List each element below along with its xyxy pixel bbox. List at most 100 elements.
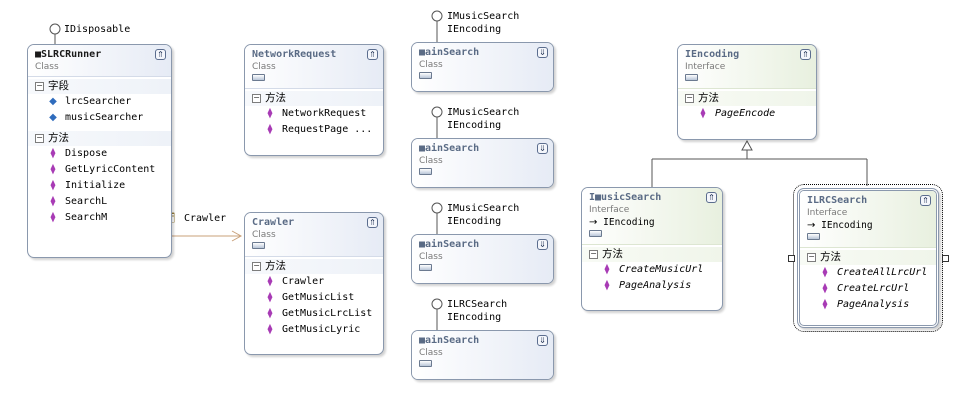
interface-shape-icon [685, 74, 698, 81]
method-item[interactable]: ⧫PageEncode [678, 106, 816, 122]
class-shape-icon [419, 264, 432, 271]
association-label[interactable]: Crawler [184, 213, 227, 224]
arrow-right-icon: → [807, 220, 816, 231]
slrcrunner-name: ■SLRCRunner [35, 49, 102, 60]
methods-section-toggle[interactable]: −方法 [582, 247, 722, 262]
collapse-icon[interactable]: ⇑ [920, 195, 931, 206]
method-item[interactable]: ⧫GetMusicLyric [245, 322, 383, 338]
method-icon: ⧫ [822, 267, 828, 278]
method-icon: ⧫ [50, 212, 56, 223]
mainsearch-class-1[interactable]: ■ainSearch Class ⇓ [411, 42, 554, 92]
method-item[interactable]: ⧫CreateLrcUrl [800, 281, 936, 297]
class-shape-icon [419, 168, 432, 175]
methods-section-toggle[interactable]: −方法 [245, 259, 383, 274]
method-icon: ⧫ [50, 196, 56, 207]
method-item[interactable]: ⧫SearchM [28, 210, 171, 226]
association-arrowhead [231, 230, 243, 242]
expand-icon[interactable]: ⇓ [537, 47, 548, 58]
minus-icon: − [252, 261, 261, 271]
collapse-icon[interactable]: ⇑ [800, 49, 811, 60]
mainsearch-header[interactable]: ■ainSearch Class ⇓ [412, 43, 553, 91]
method-item[interactable]: ⧫GetMusicLrcList [245, 306, 383, 322]
field-item[interactable]: ◆lrcSearcher [28, 94, 171, 110]
collapse-icon[interactable]: ⇑ [367, 217, 378, 228]
method-icon: ⧫ [267, 124, 273, 135]
method-item[interactable]: ⧫Initialize [28, 178, 171, 194]
mainsearch-header[interactable]: ■ainSearch Class ⇓ [412, 139, 553, 187]
collapse-icon[interactable]: ⇑ [367, 49, 378, 60]
method-item[interactable]: ⧫NetworkRequest [245, 106, 383, 122]
collapse-icon[interactable]: ⇑ [155, 49, 166, 60]
slrcrunner-header[interactable]: ■SLRCRunner Class ⇑ [28, 45, 171, 77]
implements-line: → IEncoding [589, 217, 655, 228]
minus-icon: − [589, 249, 598, 259]
method-icon: ⧫ [822, 299, 828, 310]
mainsearch-class-3[interactable]: ■ainSearch Class ⇓ [411, 234, 554, 284]
mainsearch-header[interactable]: ■ainSearch Class ⇓ [412, 235, 553, 283]
inheritance-triangle [741, 139, 753, 151]
resize-handle-left[interactable] [788, 255, 795, 262]
networkrequest-class[interactable]: NetworkRequest Class ⇑ −方法 ⧫NetworkReque… [244, 44, 384, 156]
field-icon: ◆ [49, 112, 57, 123]
method-icon: ⧫ [267, 276, 273, 287]
method-item[interactable]: ⧫CreateAllLrcUrl [800, 265, 936, 281]
resize-handle-right[interactable] [942, 255, 949, 262]
methods-section-toggle[interactable]: −方法 [245, 91, 383, 106]
field-icon: ◆ [49, 96, 57, 107]
method-item[interactable]: ⧫Dispose [28, 146, 171, 162]
networkrequest-header[interactable]: NetworkRequest Class ⇑ [245, 45, 383, 89]
method-item[interactable]: ⧫PageAnalysis [582, 278, 722, 294]
minus-icon: − [807, 252, 816, 262]
method-icon: ⧫ [267, 292, 273, 303]
method-icon: ⧫ [700, 108, 706, 119]
mainsearch-class-4[interactable]: ■ainSearch Class ⇓ [411, 330, 554, 380]
minus-icon: − [35, 133, 44, 143]
method-icon: ⧫ [50, 164, 56, 175]
ilrcsearch-interface[interactable]: ILRCSearch Interface → IEncoding ⇑ −方法 ⧫… [793, 184, 943, 332]
expand-icon[interactable]: ⇓ [537, 335, 548, 346]
method-icon: ⧫ [50, 180, 56, 191]
crawler-class[interactable]: Crawler Class ⇑ −方法 ⧫Crawler ⧫GetMusicLi… [244, 212, 384, 355]
mainsearch-header[interactable]: ■ainSearch Class ⇓ [412, 331, 553, 379]
mainsearch-2-lollipop [431, 106, 443, 118]
imusicsearch-interface[interactable]: I■usicSearch Interface → IEncoding ⇑ −方法… [581, 187, 723, 311]
crawler-header[interactable]: Crawler Class ⇑ [245, 213, 383, 257]
expand-icon[interactable]: ⇓ [537, 239, 548, 250]
ilrcsearch-header[interactable]: ILRCSearch Interface → IEncoding ⇑ [800, 191, 936, 248]
slrcrunner-class[interactable]: ■SLRCRunner Class ⇑ −字段 ◆lrcSearcher ◆mu… [27, 44, 172, 258]
method-item[interactable]: ⧫PageAnalysis [800, 297, 936, 313]
collapse-icon[interactable]: ⇑ [706, 192, 717, 203]
mainsearch-class-2[interactable]: ■ainSearch Class ⇓ [411, 138, 554, 188]
iencoding-interface[interactable]: IEncoding Interface ⇑ −方法 ⧫PageEncode [677, 44, 817, 140]
field-item[interactable]: ◆musicSearcher [28, 110, 171, 126]
arrow-right-icon: → [589, 217, 598, 228]
method-item[interactable]: ⧫CreateMusicUrl [582, 262, 722, 278]
iencoding-header[interactable]: IEncoding Interface ⇑ [678, 45, 816, 89]
method-item[interactable]: ⧫SearchL [28, 194, 171, 210]
minus-icon: − [35, 81, 44, 91]
methods-section-toggle[interactable]: −方法 [678, 91, 816, 106]
ilrcsearch-name: ILRCSearch [807, 195, 868, 206]
imusicsearch-header[interactable]: I■usicSearch Interface → IEncoding ⇑ [582, 188, 722, 245]
mainsearch-1-lollipop [431, 10, 443, 22]
methods-section-toggle[interactable]: −方法 [800, 250, 936, 265]
mainsearch-3-lollipop [431, 202, 443, 214]
fields-section-toggle[interactable]: −字段 [28, 79, 171, 94]
iencoding-name: IEncoding [685, 49, 740, 60]
methods-section-toggle[interactable]: −方法 [28, 131, 171, 146]
method-icon: ⧫ [267, 308, 273, 319]
method-icon: ⧫ [50, 148, 56, 159]
minus-icon: − [252, 93, 261, 103]
minus-icon: − [685, 93, 694, 103]
class-shape-icon [419, 360, 432, 367]
expand-icon[interactable]: ⇓ [537, 143, 548, 154]
method-item[interactable]: ⧫Crawler [245, 274, 383, 290]
method-item[interactable]: ⧫RequestPage ... [245, 122, 383, 138]
method-item[interactable]: ⧫GetMusicList [245, 290, 383, 306]
method-icon: ⧫ [604, 264, 610, 275]
method-item[interactable]: ⧫GetLyricContent [28, 162, 171, 178]
